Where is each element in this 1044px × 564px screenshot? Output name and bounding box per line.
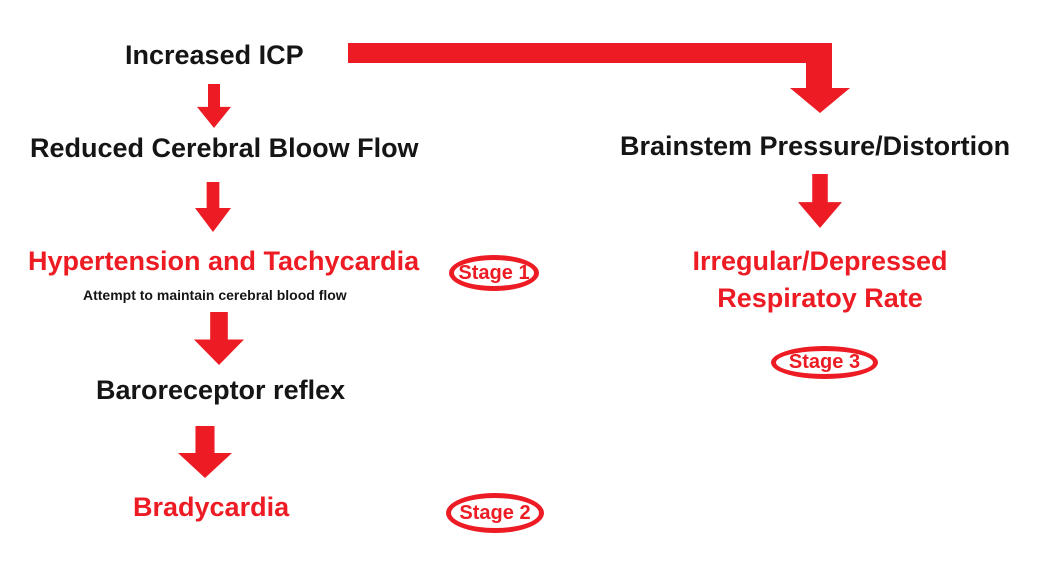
node-hypertension-tachycardia: Hypertension and Tachycardia	[28, 246, 420, 276]
stage-3-badge: Stage 3	[771, 346, 878, 379]
down-arrow-icon	[197, 84, 231, 128]
node-increased-icp: Increased ICP	[125, 40, 304, 70]
down-arrow-icon	[194, 312, 244, 365]
stage-2-badge: Stage 2	[446, 493, 544, 533]
down-arrow-icon	[798, 174, 842, 228]
stage-3-label: Stage 3	[788, 351, 861, 373]
node-reduced-cerebral-blood-flow: Reduced Cerebral Bloow Flow	[30, 133, 419, 163]
elbow-right-down-arrow-icon	[348, 43, 850, 113]
stage-1-label: Stage 1	[458, 261, 530, 284]
node-irregular-depressed-respiratory: Irregular/Depressed Respiratoy Rate	[655, 243, 985, 317]
respiratory-line-2: Respiratoy Rate	[717, 283, 923, 313]
node-baroreceptor-reflex: Baroreceptor reflex	[96, 375, 346, 405]
stage-2-label: Stage 2	[459, 501, 531, 524]
respiratory-line-1: Irregular/Depressed	[692, 246, 948, 276]
stage-1-badge: Stage 1	[449, 255, 539, 291]
down-arrow-icon	[195, 182, 231, 232]
node-brainstem-pressure-distortion: Brainstem Pressure/Distortion	[620, 131, 1011, 161]
caption-maintain-cerebral-blood-flow: Attempt to maintain cerebral blood flow	[83, 287, 347, 303]
node-bradycardia: Bradycardia	[133, 492, 290, 522]
down-arrow-icon	[178, 426, 232, 478]
